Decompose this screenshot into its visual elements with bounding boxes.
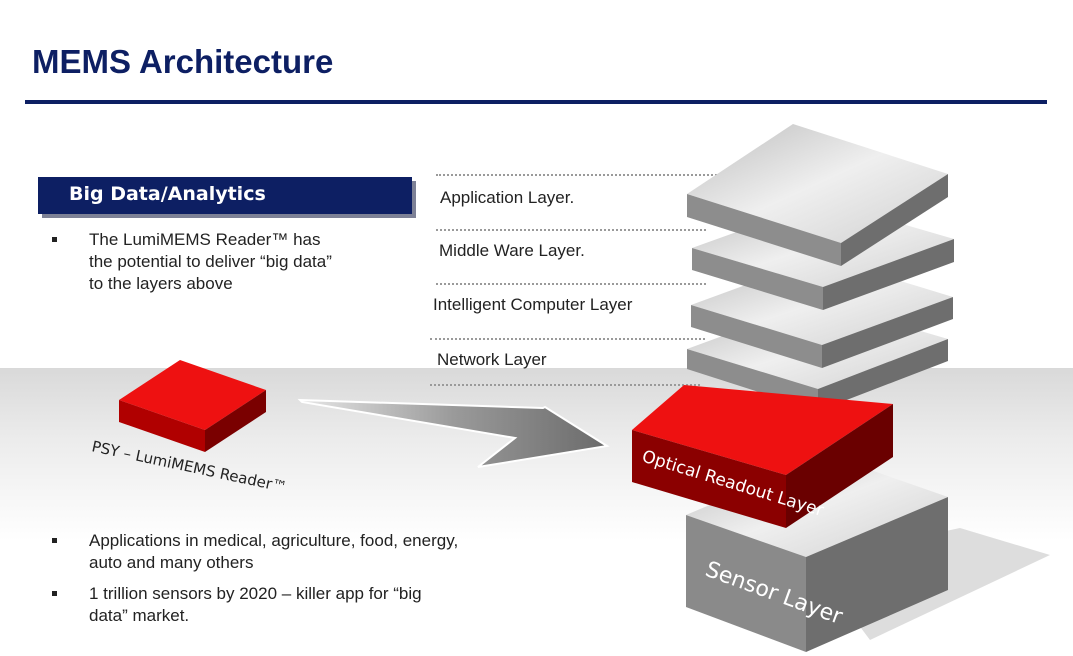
optical-readout-block (632, 385, 893, 528)
application-side-face (841, 174, 948, 266)
guide-line (436, 283, 706, 285)
bullet-line: 1 trillion sensors by 2020 – killer app … (89, 584, 422, 603)
page-title: MEMS Architecture (32, 43, 334, 80)
application-top-face (687, 124, 948, 243)
application-front-face (687, 194, 841, 266)
reader-top-face (119, 360, 266, 430)
guide-line (430, 338, 705, 340)
intelligent-front-face (691, 305, 822, 368)
intelligent-side-face (822, 297, 953, 368)
title-divider (25, 100, 1047, 104)
network-side-face (818, 339, 948, 411)
sensor-side-face (806, 497, 948, 652)
bullet-line: Applications in medical, agriculture, fo… (89, 531, 459, 550)
optical-side-face (786, 404, 893, 528)
bullet-line: the potential to deliver “big data” (89, 252, 332, 271)
bullet-line: The LumiMEMS Reader™ has (89, 230, 321, 249)
arrow-icon (297, 398, 610, 468)
sensor-front-face (686, 515, 806, 652)
application-layer-block (687, 124, 948, 266)
bullet-marker (52, 237, 57, 242)
optical-top-face (632, 385, 893, 475)
reader-front-face (119, 400, 205, 452)
optical-front-face (632, 430, 786, 528)
bullet-marker (52, 591, 57, 596)
guide-line (430, 384, 700, 386)
bullet-item: Applications in medical, agriculture, fo… (52, 530, 522, 576)
bullet-marker (52, 538, 57, 543)
layer-label-network: Network Layer (437, 350, 547, 369)
reader-side-face (205, 390, 266, 452)
layer-label-application: Application Layer. (440, 188, 575, 207)
reader-block (119, 360, 266, 452)
bullet-line: to the layers above (89, 274, 233, 293)
layer-label-intelligent: Intelligent Computer Layer (433, 295, 633, 314)
bullet-line: auto and many others (89, 553, 254, 572)
guide-line (436, 174, 736, 176)
bullet-item: The LumiMEMS Reader™ has the potential t… (52, 229, 372, 299)
section-header: Big Data/Analytics (38, 177, 412, 214)
layer-label-middleware: Middle Ware Layer. (439, 241, 585, 260)
guide-line (436, 229, 706, 231)
bullet-line: data” market. (89, 606, 190, 625)
middleware-side-face (823, 239, 954, 310)
bullet-item: 1 trillion sensors by 2020 – killer app … (52, 583, 522, 629)
middleware-front-face (692, 248, 823, 310)
